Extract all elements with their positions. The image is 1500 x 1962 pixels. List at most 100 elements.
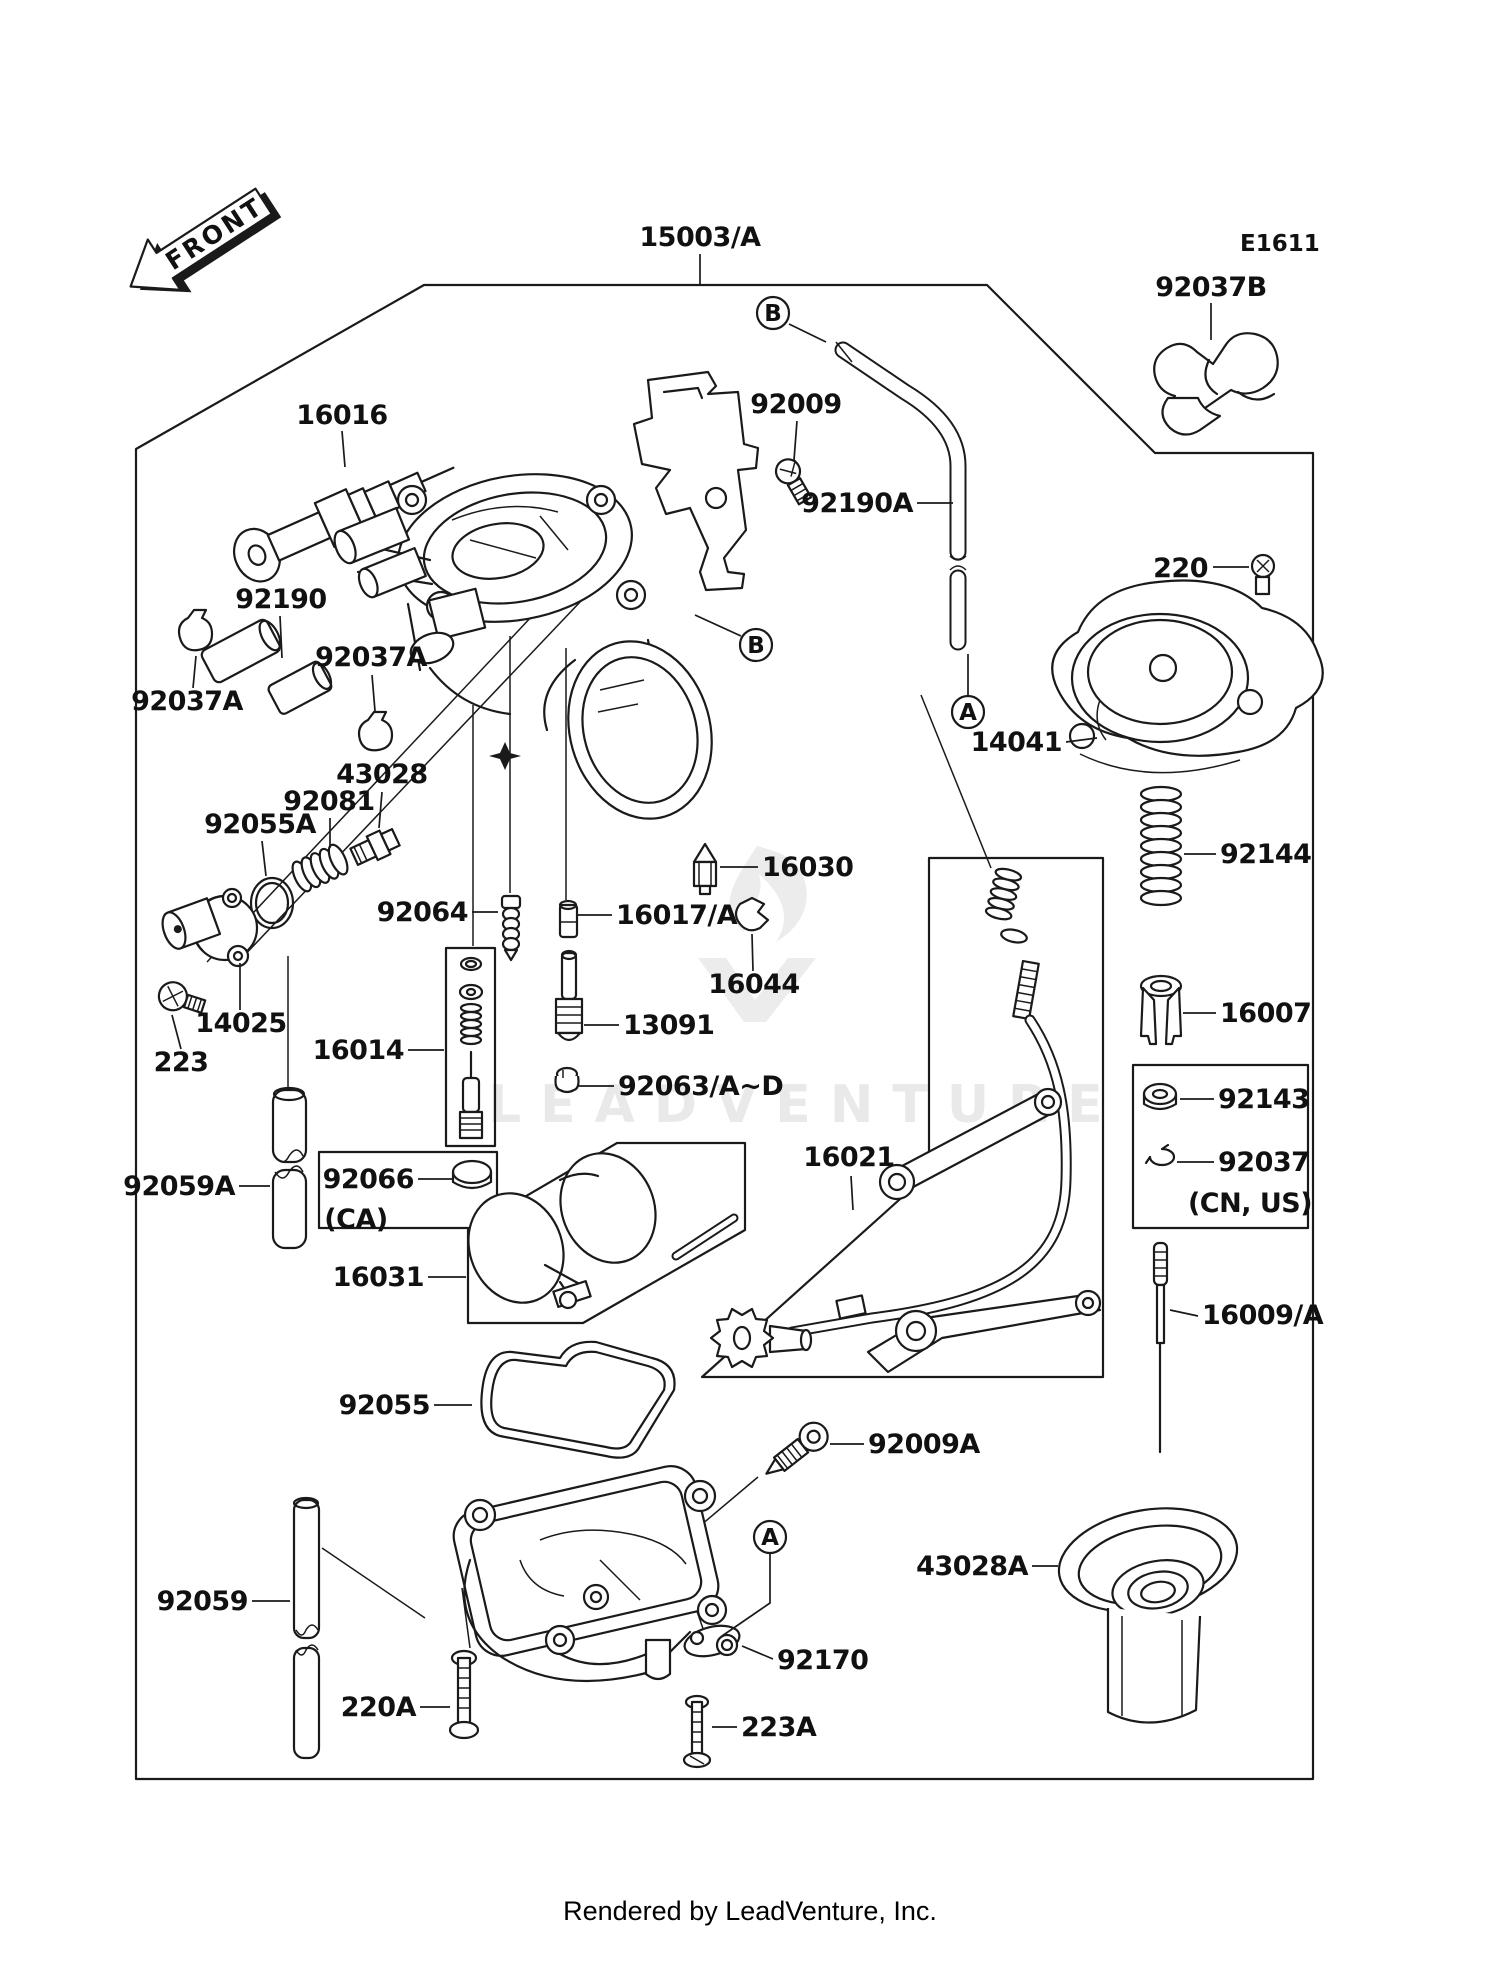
plug-92066-ca-box — [317, 1150, 499, 1230]
part-label-92037A: 92037A — [315, 642, 427, 673]
choke-cable-assembly-16021 — [700, 856, 1105, 1379]
part-label-13091: 13091 — [623, 1010, 714, 1041]
part-label-43028: 43028 — [336, 759, 427, 790]
carburetor-body — [333, 473, 713, 820]
detail-marker-circle-A — [752, 1519, 788, 1555]
part-label-16009/A: 16009/A — [1202, 1300, 1324, 1331]
screw-223 — [157, 981, 207, 1014]
part-label-223A: 223A — [741, 1712, 817, 1743]
float-set-16031 — [466, 1141, 747, 1325]
detail-marker-circle-B — [738, 627, 774, 663]
leader-line — [171, 1014, 182, 1050]
clip-16044 — [734, 896, 770, 932]
holder-13091 — [554, 949, 584, 1042]
diaphragm-43028a — [1057, 1507, 1239, 1724]
part-label-92190: 92190 — [235, 584, 326, 615]
part-label-16030: 16030 — [762, 852, 853, 883]
part-label-92037B: 92037B — [1155, 272, 1267, 303]
part-label-92037A: 92037A — [131, 686, 243, 717]
clip-92037b — [1153, 332, 1279, 436]
part-label-15003/A: 15003/A — [639, 222, 761, 253]
detail-marker-circle-B — [755, 295, 791, 331]
leader-line — [751, 933, 754, 972]
part-label-92055: 92055 — [339, 1390, 430, 1421]
leader-line — [1169, 1309, 1199, 1317]
part-label-92055A: 92055A — [204, 809, 316, 840]
part-label-92009A: 92009A — [868, 1429, 980, 1460]
bowl-gasket-92055 — [480, 1340, 676, 1459]
part-label-92037: 92037 — [1218, 1147, 1309, 1178]
detail-marker-circle-A — [950, 694, 986, 730]
part-label-92170: 92170 — [777, 1645, 868, 1676]
leadventure-watermark-logo — [698, 846, 816, 1022]
pilot-screw-92064 — [500, 894, 522, 962]
o-ring-92055a — [249, 876, 295, 930]
enrichener-14025 — [161, 887, 259, 968]
jet-43028 — [349, 828, 401, 866]
tube-92190 — [200, 618, 333, 715]
reference-code: E1611 — [1240, 231, 1320, 257]
part-label-14041: 14041 — [971, 727, 1062, 758]
detail-marker-letter-B: B — [747, 633, 765, 659]
diagram-border — [134, 283, 1315, 1781]
circlip-92037-shape — [1144, 1143, 1176, 1167]
part-label-16021: 16021 — [803, 1142, 894, 1173]
detail-marker-letter-B: B — [764, 301, 782, 327]
part-label-92009: 92009 — [750, 389, 841, 420]
leader-line — [378, 791, 383, 829]
part-label-220: 220 — [1153, 553, 1208, 584]
renderer-credit: Rendered by LeadVenture, Inc. — [563, 1896, 937, 1926]
screw-92009a — [765, 1421, 829, 1475]
part-label-92064: 92064 — [377, 897, 468, 928]
detail-marker-letter-A: A — [761, 1525, 779, 1551]
leader-line — [192, 655, 197, 689]
part-label-16031: 16031 — [333, 1262, 424, 1293]
clip-92037a-left — [177, 608, 214, 652]
part-label-220A: 220A — [341, 1692, 417, 1723]
part-label-92059: 92059 — [157, 1586, 248, 1617]
part-label-(CN, US): (CN, US) — [1188, 1188, 1312, 1219]
leader-line — [341, 430, 346, 468]
bolt-223a — [682, 1694, 712, 1769]
part-label-92144: 92144 — [1220, 839, 1311, 870]
jet-needle-16009a — [1152, 1241, 1169, 1454]
marker-leader-line — [788, 323, 827, 343]
float-bowl — [452, 1465, 728, 1683]
detail-markers-layer: B B A A — [694, 295, 986, 1637]
lever-92170 — [683, 1624, 741, 1658]
marker-leader-line — [721, 1553, 771, 1637]
screw-220 — [1250, 553, 1276, 596]
needle-seat-16007 — [1139, 974, 1183, 1046]
part-label-16016: 16016 — [296, 400, 387, 431]
clip-92037a-right — [357, 710, 394, 752]
screw-92009 — [774, 458, 813, 506]
leader-line — [793, 420, 798, 461]
cn-us-option-box — [1131, 1063, 1310, 1230]
part-label-43028A: 43028A — [916, 1551, 1028, 1582]
leader-line — [741, 1645, 774, 1660]
detail-marker-letter-A: A — [959, 700, 977, 726]
hose-92190a — [834, 341, 967, 651]
screw-92063 — [554, 1066, 580, 1094]
part-label-92143: 92143 — [1218, 1084, 1309, 1115]
part-label-92081: 92081 — [283, 786, 374, 817]
part-label-14025: 14025 — [195, 1008, 286, 1039]
part-label-16007: 16007 — [1220, 998, 1311, 1029]
marker-leader-line — [694, 614, 742, 637]
front-direction-arrow: FRONT — [129, 187, 282, 293]
float-valve-16030 — [692, 842, 718, 896]
part-label-(CA): (CA) — [324, 1204, 387, 1235]
part-label-92066: 92066 — [323, 1164, 414, 1195]
part-label-16014: 16014 — [313, 1035, 404, 1066]
leader-line — [850, 1175, 854, 1211]
spring-92144 — [1139, 785, 1183, 907]
cable-bracket — [632, 370, 760, 592]
part-label-92059A: 92059A — [123, 1171, 235, 1202]
leader-line — [279, 615, 283, 659]
drain-tube-92059 — [292, 1496, 321, 1760]
part-label-92190A: 92190A — [801, 488, 913, 519]
part-label-92063/A~D: 92063/A~D — [618, 1071, 783, 1102]
bolt-220a — [448, 1649, 480, 1740]
